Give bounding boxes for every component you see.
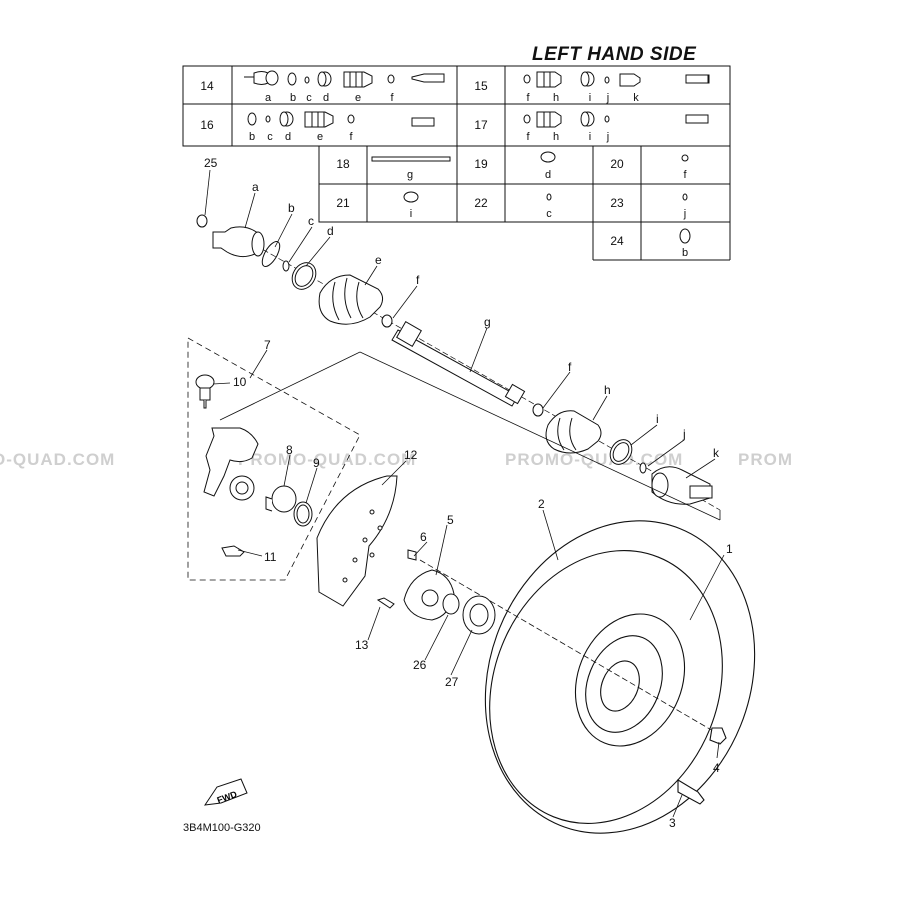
callout-11: 11 [264,550,277,564]
callout-12: 12 [404,448,418,462]
callout-f-2: f [568,360,572,374]
callout-b: b [288,201,295,215]
callout-6: 6 [420,530,427,544]
single-21-letter: i [410,208,412,220]
kit-15-icons [523,71,709,88]
kit-17-letter: i [589,131,591,143]
knuckle-parts [195,374,496,635]
page-title: LEFT HAND SIDE [532,44,697,65]
callout-g: g [484,315,491,329]
knuckle-group-outline [187,337,361,581]
single-18-letter: g [407,169,413,181]
watermark: O-QUAD.COM [0,450,116,469]
ref-15: 15 [474,79,488,93]
wheel-assembly [484,520,756,834]
kit-16-letter: d [285,131,291,143]
kit-15-letter: k [633,92,639,104]
ref-20: 20 [610,157,624,171]
kit-15-letter: f [526,92,530,104]
reference-lines [219,351,721,736]
kit-16-letter: f [349,131,353,143]
kit-15-letter: i [589,92,591,104]
callout-4: 4 [713,761,720,775]
watermark: PROM [738,450,793,469]
callouts: 1 2 3 4 5 6 7 8 9 10 11 12 13 25 26 27 a… [204,156,733,830]
kit-17-icons [523,111,709,128]
callout-13: 13 [355,638,369,652]
forward-arrow-icon: FWD [203,778,248,806]
callout-26: 26 [413,658,427,672]
kit-14-letter: a [265,92,272,104]
callout-9: 9 [313,456,320,470]
single-19-letter: d [545,169,551,181]
callout-j: j [682,427,686,441]
kit-14-icons [244,70,710,88]
callout-10: 10 [233,375,247,389]
kit-14-letter: f [390,92,394,104]
watermark: PROMO-QUAD.COM [238,450,417,469]
kit-14-letter: e [355,92,361,104]
callout-i: i [656,412,659,426]
kit-14-letter: c [306,92,312,104]
callout-e: e [375,253,382,267]
ref-17: 17 [474,118,488,132]
ref-19: 19 [474,157,488,171]
ref-24: 24 [610,234,624,248]
ref-23: 23 [610,196,624,210]
kit-17-letter: j [606,131,609,143]
callout-25: 25 [204,156,218,170]
leader-lines [204,169,725,818]
callout-k: k [713,446,720,460]
kit-table [182,65,731,261]
kit-16-letter: b [249,131,255,143]
callout-7: 7 [264,338,271,352]
kit-16-letter: c [267,131,273,143]
shaft-assembly [196,214,721,511]
callout-8: 8 [286,443,293,457]
callout-5: 5 [447,513,454,527]
ref-14: 14 [200,79,214,93]
callout-3: 3 [669,816,676,830]
callout-c: c [308,214,314,228]
singles-icons [371,151,691,244]
single-23-letter: j [683,208,686,220]
single-22-letter: c [546,208,552,220]
single-20-letter: f [683,169,687,181]
ref-16: 16 [200,118,214,132]
callout-a: a [252,180,259,194]
kit-15-letter: h [553,92,559,104]
ref-21: 21 [336,196,350,210]
single-24-letter: b [682,247,688,259]
kit-15-letter: j [606,92,609,104]
kit-14-letter: d [323,92,329,104]
ref-18: 18 [336,157,350,171]
callout-h: h [604,383,611,397]
callout-d: d [327,224,334,238]
kit-14-letter: b [290,92,296,104]
watermark: PROMO-QUAD.COM [505,450,684,469]
ref-22: 22 [474,196,488,210]
callout-2: 2 [538,497,545,511]
kit-16-letter: e [317,131,323,143]
callout-27: 27 [445,675,459,689]
kit-17-letter: f [526,131,530,143]
callout-1: 1 [726,542,733,556]
callout-f: f [416,273,420,287]
kit-16-icons [247,111,435,128]
kit-17-letter: h [553,131,559,143]
diagram-code: 3B4M100-G320 [183,822,261,834]
